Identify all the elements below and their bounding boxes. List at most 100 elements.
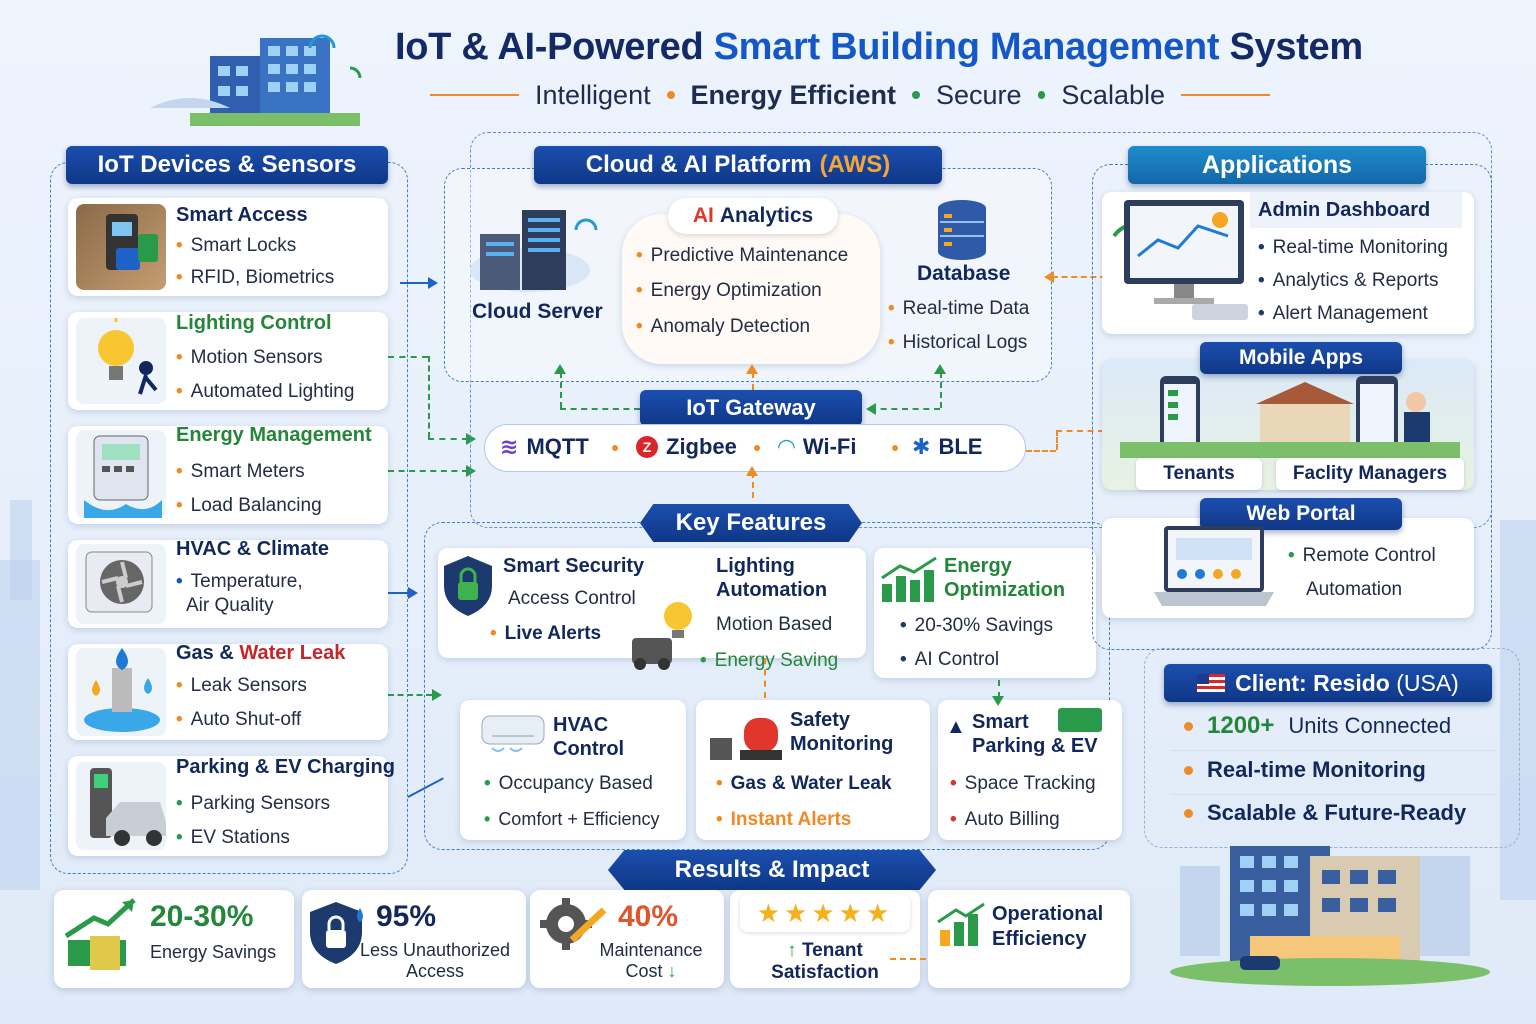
- feature-item: Occupancy Based: [484, 772, 653, 796]
- db-item: Historical Logs: [888, 331, 1028, 355]
- bluetooth-icon: ✱: [912, 434, 931, 459]
- db-item: Real-time Data: [888, 297, 1030, 321]
- device-bullet: RFID, Biometrics: [176, 266, 335, 290]
- protocol-wifi: ◠Wi-Fi: [778, 434, 857, 459]
- growth-chart-icon: [60, 896, 140, 972]
- admin-item: Analytics & Reports: [1258, 269, 1439, 293]
- mobile-apps-banner: Mobile Apps: [1200, 342, 1402, 374]
- zigbee-icon: Z: [636, 436, 658, 458]
- feature-item: Comfort + Efficiency: [484, 808, 659, 831]
- protocol-dot: [612, 445, 618, 451]
- arrow-head: [408, 587, 418, 599]
- device-bullet: Temperature,: [176, 570, 303, 594]
- arrow-head: [466, 433, 476, 445]
- device-bullet: Auto Shut-off: [176, 708, 302, 732]
- arrow-gw-apps: [1026, 450, 1056, 452]
- result-maintenance-value: 40%: [618, 900, 679, 933]
- devices-banner: IoT Devices & Sensors: [66, 146, 388, 184]
- mobile-managers-label: Faclity Managers: [1276, 458, 1464, 490]
- features-banner: Key Features: [640, 504, 862, 542]
- arrow-head: [1044, 271, 1054, 283]
- skyline-left: [0, 560, 40, 890]
- arrow-head: [554, 364, 566, 374]
- client-divider: [1170, 794, 1496, 795]
- device-title: Smart Access: [176, 204, 308, 226]
- ai-item: Predictive Maintenance: [636, 244, 849, 268]
- device-bullet: Leak Sensors: [176, 674, 307, 698]
- usa-flag-icon: [1197, 674, 1226, 692]
- web-portal-banner: Web Portal: [1200, 498, 1402, 530]
- arrow-gw-db: [940, 372, 942, 408]
- feature-item: 20-30% Savings: [900, 614, 1053, 638]
- skyline-left-tower: [10, 500, 32, 600]
- gear-wrench-icon: [536, 896, 612, 956]
- web-item: Automation: [1306, 579, 1403, 600]
- cloud-server-label: Cloud Server: [472, 300, 603, 323]
- arrow-gw-cloud-h: [560, 408, 640, 410]
- cloud-banner: Cloud & AI Platform(AWS): [534, 146, 942, 184]
- protocol-mqtt: ≋MQTT: [500, 434, 589, 459]
- arrow-head: [746, 364, 758, 374]
- chart-up-icon: [936, 902, 986, 948]
- arrow-down-icon: ↓: [667, 961, 677, 981]
- tagline-intelligent: Intelligent: [535, 79, 651, 110]
- arrow-head: [934, 364, 946, 374]
- result-security-value: 95%: [376, 900, 437, 933]
- arrow-lighting-gw: [428, 438, 468, 440]
- device-card-energy: Energy Management Smart Meters Load Bala…: [68, 424, 388, 524]
- rating-stars: ★★★★★: [740, 894, 910, 932]
- protocol-ble: ✱BLE: [912, 434, 983, 459]
- feature-item: Gas & Water Leak: [716, 772, 892, 796]
- feature-item: Live Alerts: [490, 622, 601, 646]
- arrow-energy-parking: [998, 680, 1000, 698]
- tagline-dot: [912, 91, 920, 99]
- feature-item: Instant Alerts: [716, 808, 852, 832]
- laptop-icon: [1150, 522, 1280, 616]
- protocol-dot: [892, 445, 898, 451]
- device-bullet: Smart Locks: [176, 234, 297, 258]
- database-title: Database: [917, 262, 1011, 285]
- shield-lock-icon: [440, 554, 496, 618]
- feature-item: Access Control: [508, 588, 636, 609]
- arrow-head: [428, 277, 438, 289]
- device-bullet: Motion Sensors: [176, 346, 323, 370]
- feature-item: Space Tracking: [950, 772, 1096, 796]
- client-divider: [1170, 750, 1496, 751]
- tagline-dot: [1037, 91, 1046, 99]
- web-item: Remote Control: [1288, 544, 1436, 568]
- arrow-head: [432, 689, 442, 701]
- applications-banner: Applications: [1128, 146, 1426, 184]
- tagline-scalable: Scalable: [1061, 79, 1165, 110]
- wifi-icon: ◠: [778, 434, 795, 459]
- device-bullet: Smart Meters: [176, 460, 305, 484]
- arrow-head: [992, 696, 1004, 706]
- admin-item: Real-time Monitoring: [1258, 236, 1448, 260]
- database-icon: [932, 198, 992, 260]
- arrow-head: [866, 403, 876, 415]
- arrow-leak: [388, 694, 432, 696]
- smart-meter-icon: [76, 430, 166, 518]
- feature-item: Auto Billing: [950, 808, 1060, 832]
- ev-charger-icon: [76, 762, 166, 850]
- gateway-banner: IoT Gateway: [640, 390, 862, 426]
- cloud-server-icon: [460, 200, 610, 300]
- device-bullet: EV Stations: [176, 826, 290, 850]
- device-bullet: Load Balancing: [176, 494, 322, 518]
- device-card-parking: Parking & EV Charging Parking Sensors EV…: [68, 756, 395, 856]
- parking-sign-icon: [1058, 708, 1102, 732]
- water-drop-icon: [76, 648, 166, 736]
- device-card-smart-access: Smart Access Smart Locks RFID, Biometric…: [68, 198, 388, 296]
- device-bullet-cont: Air Quality: [186, 595, 274, 616]
- tagline-secure: Secure: [935, 79, 1022, 110]
- device-card-hvac: HVAC & Climate Temperature, Air Quality: [68, 538, 388, 628]
